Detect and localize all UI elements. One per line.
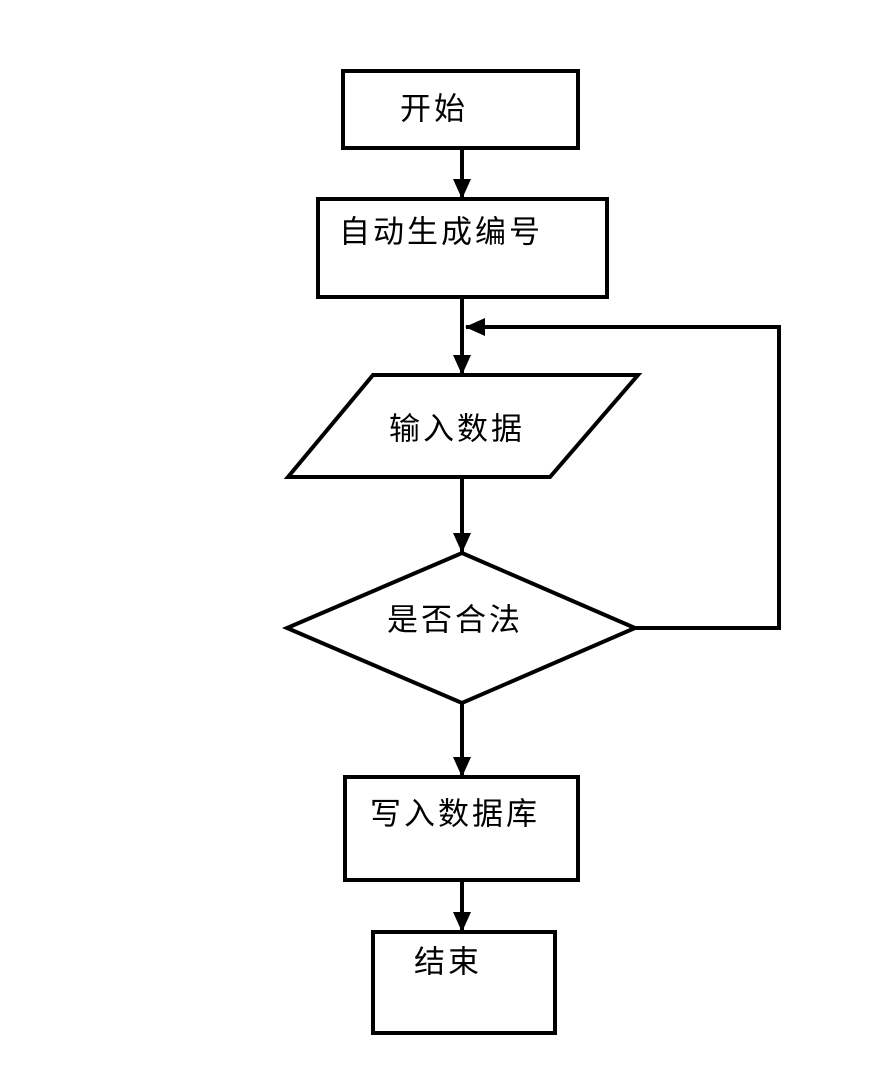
node-label-start: 开始 [400, 91, 468, 127]
node-label-is-valid: 是否合法 [387, 602, 523, 638]
connector-loop-back [465, 318, 781, 630]
node-auto-generate-id [316, 197, 609, 299]
node-is-valid [281, 550, 641, 706]
node-label-end: 结束 [414, 944, 482, 980]
node-input-data [283, 373, 643, 479]
node-label-input-data: 输入数据 [389, 411, 525, 447]
node-write-database [343, 775, 580, 882]
node-label-write-database: 写入数据库 [370, 796, 540, 832]
node-end [371, 930, 557, 1035]
node-label-auto-generate-id: 自动生成编号 [339, 214, 543, 250]
node-start [341, 69, 580, 150]
